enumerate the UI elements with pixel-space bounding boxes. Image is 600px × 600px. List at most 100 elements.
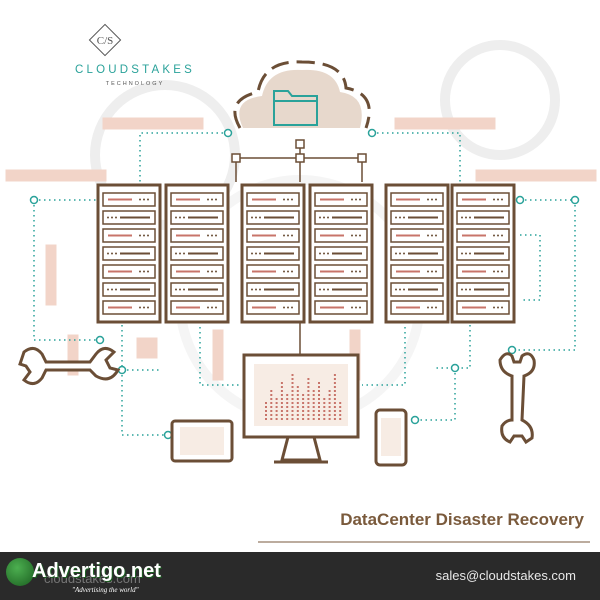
server-led [435,198,437,201]
server-led [259,216,261,219]
server-led [493,198,495,201]
server-led [251,216,253,219]
watermark-text: Advertigo.net [32,560,161,582]
server-led [283,234,285,237]
server-led [395,288,397,291]
server-led [323,252,325,255]
server-led [465,288,467,291]
server-led [179,252,181,255]
server-led [501,306,503,309]
server-led [107,216,109,219]
globe-icon [6,558,34,586]
server-led [403,216,405,219]
server-led [403,252,405,255]
server-led [431,306,433,309]
tablet-icon [170,419,234,463]
server-led [327,252,329,255]
server-led [465,216,467,219]
server-led [207,306,209,309]
server-led [395,216,397,219]
server-led [323,288,325,291]
server-led [139,270,141,273]
wrench-icon [498,352,536,445]
server-led [175,252,177,255]
server-led [359,198,361,201]
server-led [215,198,217,201]
server-led [497,270,499,273]
server-led [501,198,503,201]
server-led [319,252,321,255]
server-led [215,270,217,273]
server-led [207,234,209,237]
server-led [179,288,181,291]
server-led [461,288,463,291]
server-led [147,306,149,309]
server-led [283,198,285,201]
server-led [291,234,293,237]
server-led [493,306,495,309]
server-led [435,306,437,309]
folder-icon [273,90,318,126]
server-led [207,270,209,273]
server-led [493,270,495,273]
server-led [323,216,325,219]
server-led [351,234,353,237]
server-led [139,234,141,237]
watermark-tagline: "Advertising the world" [72,586,139,594]
server-led [461,252,463,255]
connector-nodes [231,139,367,163]
server-led [351,198,353,201]
server-led [465,252,467,255]
server-led [215,234,217,237]
network-lines [33,132,576,436]
contact-email-link[interactable]: sales@cloudstakes.com [435,568,576,583]
server-led [431,198,433,201]
svg-text:C/S: C/S [97,35,114,47]
server-led [111,288,113,291]
server-led [351,270,353,273]
page-title: DataCenter Disaster Recovery [340,510,584,529]
server-led [211,306,213,309]
server-led [351,306,353,309]
server-led [111,252,113,255]
brand-name: CLOUDSTAKES [75,64,195,76]
phone-icon [374,408,408,467]
server-led [435,270,437,273]
server-led [493,234,495,237]
server-led [355,270,357,273]
server-led [399,288,401,291]
server-led [359,270,361,273]
server-led [355,198,357,201]
server-led [115,216,117,219]
server-led [427,270,429,273]
server-led [259,252,261,255]
server-led [431,270,433,273]
server-led [427,198,429,201]
server-led [291,198,293,201]
server-led [497,306,499,309]
server-led [469,288,471,291]
server-led [259,288,261,291]
server-led [287,234,289,237]
server-led [211,198,213,201]
server-led [435,234,437,237]
server-racks [96,183,516,324]
server-led [143,306,145,309]
server-led [395,252,397,255]
footer-bar [0,552,600,600]
server-led [107,252,109,255]
server-led [427,306,429,309]
server-led [255,252,257,255]
server-led [427,234,429,237]
server-led [399,216,401,219]
server-led [287,198,289,201]
server-led [139,198,141,201]
server-led [497,198,499,201]
server-led [291,306,293,309]
server-led [355,234,357,237]
server-led [431,234,433,237]
server-led [115,288,117,291]
server-led [355,306,357,309]
server-led [319,216,321,219]
